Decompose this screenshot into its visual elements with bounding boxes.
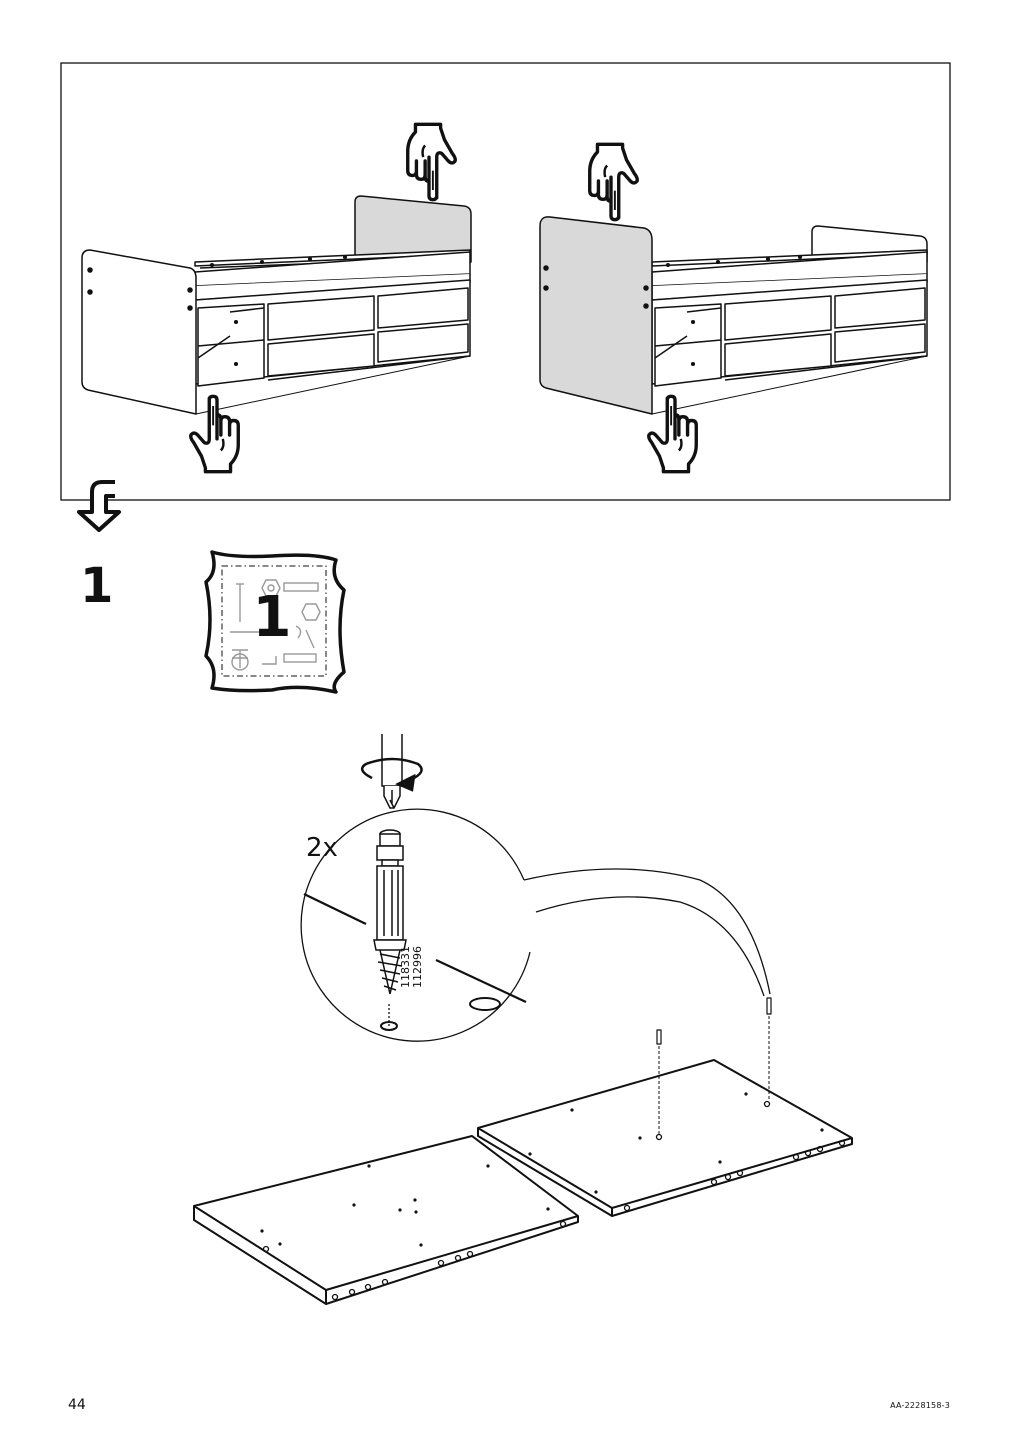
rotation-arrow-icon <box>360 757 423 792</box>
dowel-icon <box>373 829 407 995</box>
panel-left <box>193 1135 579 1305</box>
document-code: AA-2228158-3 <box>890 1401 950 1410</box>
flow-arrow-icon <box>77 480 121 532</box>
part-number: 112996 <box>411 946 424 988</box>
quantity-label: 2x <box>306 833 338 863</box>
step-number: 1 <box>80 558 114 614</box>
bed-illustration-right <box>539 216 928 415</box>
hardware-bag-label: 1 <box>252 585 292 650</box>
part-number-list: 118331 112996 <box>399 946 424 988</box>
bed-illustration-left <box>81 195 472 415</box>
overview-frame <box>60 62 951 501</box>
hardware-bag-icon <box>204 550 346 694</box>
panel-right <box>477 997 853 1217</box>
detail-callout <box>300 808 771 1042</box>
screwdriver-icon <box>381 734 403 809</box>
page-number: 44 <box>68 1397 86 1413</box>
